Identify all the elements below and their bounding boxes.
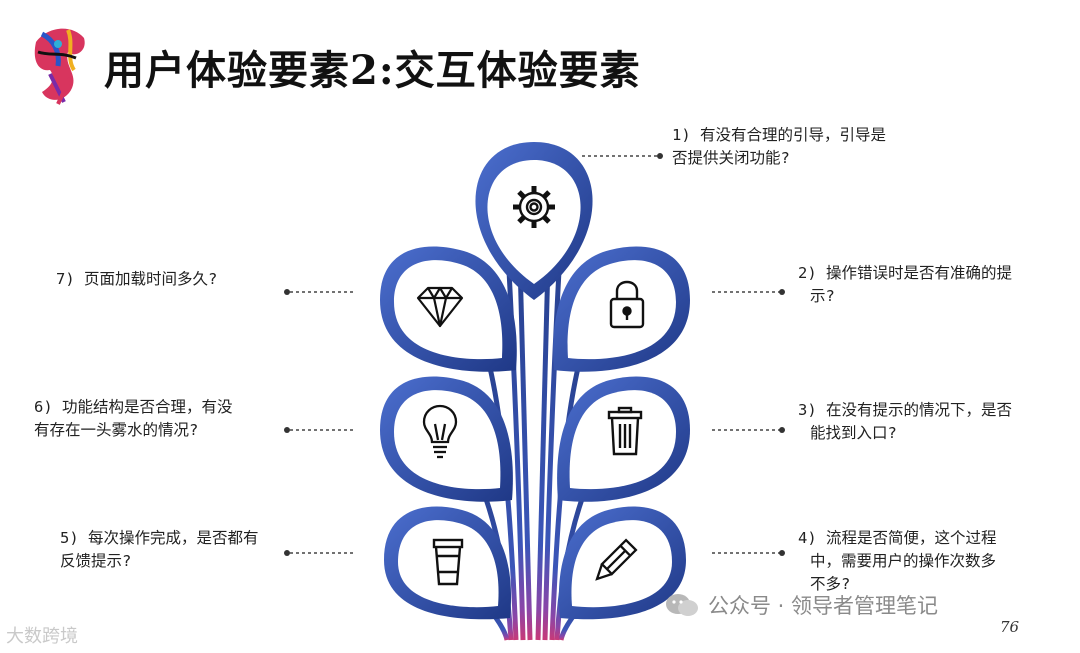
question-6-line1: 6) 功能结构是否合理，有没 bbox=[34, 398, 233, 416]
lightbulb-icon bbox=[422, 404, 458, 459]
page-title: 用户体验要素2:交互体验要素 bbox=[104, 47, 641, 94]
question-6-line2: 有存在一头雾水的情况? bbox=[34, 421, 199, 439]
question-4-line3: 不多? bbox=[810, 575, 851, 593]
question-7-line1: 7) 页面加载时间多久? bbox=[56, 270, 218, 288]
lock-icon bbox=[609, 280, 645, 329]
petal-right-top bbox=[553, 246, 690, 372]
petal-right-mid bbox=[557, 376, 690, 502]
question-2-line2: 示? bbox=[810, 287, 835, 305]
question-5: 5) 每次操作完成，是否都有 反馈提示? bbox=[60, 527, 259, 573]
pencil-icon bbox=[595, 538, 638, 581]
question-5-line2: 反馈提示? bbox=[60, 552, 132, 570]
question-1-line1: 1) 有没有合理的引导，引导是 bbox=[672, 126, 886, 144]
question-1-line2: 否提供关闭功能? bbox=[672, 149, 790, 167]
question-5-line1: 5) 每次操作完成，是否都有 bbox=[60, 529, 259, 547]
question-4: 4) 流程是否简便，这个过程 中，需要用户的操作次数多 不多? bbox=[798, 527, 997, 596]
question-7: 7) 页面加载时间多久? bbox=[56, 268, 217, 291]
question-2-line1: 2) 操作错误时是否有准确的提 bbox=[798, 264, 1012, 282]
watermark-left: 大数跨境 bbox=[6, 622, 78, 648]
page-number: 76 bbox=[1000, 618, 1020, 636]
gear-icon bbox=[513, 186, 555, 228]
diamond-icon bbox=[416, 286, 464, 328]
question-3-line2: 能找到入口? bbox=[810, 424, 897, 442]
trash-icon bbox=[607, 406, 643, 456]
question-3-line1: 3) 在没有提示的情况下，是否 bbox=[798, 401, 1012, 419]
connectors bbox=[290, 155, 782, 554]
petal-left-bottom bbox=[384, 506, 512, 620]
question-3: 3) 在没有提示的情况下，是否 能找到入口? bbox=[798, 399, 1012, 445]
petal-left-top bbox=[380, 246, 517, 372]
brand-logo bbox=[34, 28, 85, 105]
watermark-left-text: 大数跨境 bbox=[6, 626, 78, 647]
watermark-right-text: 公众号 · 领导者管理笔记 bbox=[708, 594, 939, 618]
question-4-line1: 4) 流程是否简便，这个过程 bbox=[798, 529, 997, 547]
connector-dots bbox=[284, 153, 785, 556]
watermark-right: 公众号 · 领导者管理笔记 bbox=[664, 590, 938, 620]
question-2: 2) 操作错误时是否有准确的提 示? bbox=[798, 262, 1012, 308]
question-6: 6) 功能结构是否合理，有没 有存在一头雾水的情况? bbox=[34, 396, 233, 442]
wechat-icon bbox=[666, 594, 698, 616]
cup-icon bbox=[432, 538, 464, 586]
question-1: 1) 有没有合理的引导，引导是 否提供关闭功能? bbox=[672, 124, 886, 170]
question-4-line2: 中，需要用户的操作次数多 bbox=[810, 552, 997, 570]
